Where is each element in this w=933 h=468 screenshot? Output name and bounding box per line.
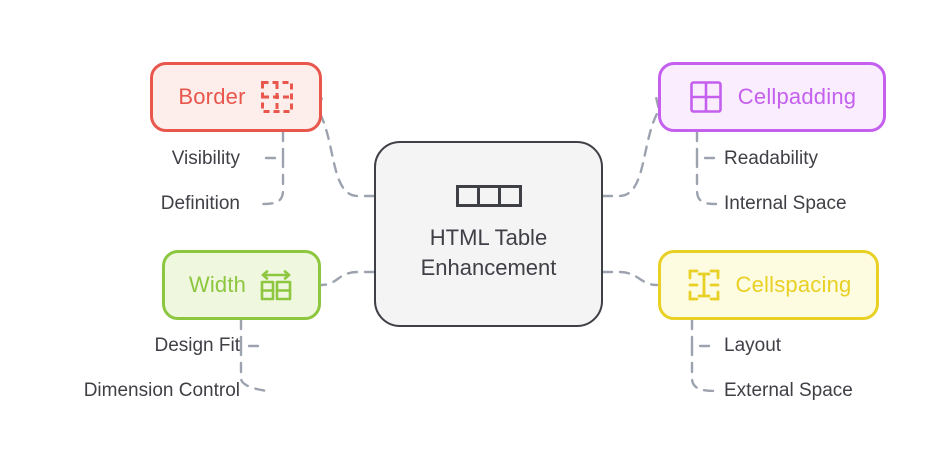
edge-width-dimension: [239, 344, 267, 393]
node-border[interactable]: Border: [150, 62, 322, 132]
node-cellspacing-label: Cellspacing: [735, 272, 852, 297]
leaf-border-visibility: Visibility: [171, 148, 240, 169]
edge-width-designfit: [239, 318, 264, 348]
center-title-line1: HTML Table: [429, 225, 548, 251]
edge-border-definition: [260, 156, 285, 206]
edge-center-border: [316, 95, 376, 198]
edge-cellpadding-readability: [695, 130, 718, 160]
node-border-label: Border: [178, 84, 246, 109]
edge-center-cellspacing: [601, 270, 659, 287]
edge-cellspacing-external: [690, 344, 718, 393]
edge-border-visibility: [260, 130, 285, 160]
leaf-cellspacing-layout: Layout: [724, 335, 782, 356]
leaf-cellpadding-readability: Readability: [724, 148, 818, 169]
node-width[interactable]: Width: [162, 250, 321, 320]
table-three-cells-icon: [455, 185, 522, 208]
horizontal-arrow-columns-icon: [260, 270, 292, 301]
center-node-title: HTML Table Enhancement: [421, 223, 557, 282]
leaf-border-definition: Definition: [160, 193, 240, 214]
leaf-width-design-fit: Design Fit: [154, 335, 240, 356]
dashed-grid-icon: [260, 81, 293, 113]
leaf-width-dimension-control: Dimension Control: [83, 380, 240, 401]
node-cellpadding-label: Cellpadding: [737, 84, 857, 109]
edge-cellspacing-layout: [690, 318, 718, 348]
dashed-corners-ibeam-icon: [688, 269, 719, 301]
edge-cellpadding-internal: [695, 156, 718, 206]
leaf-cellspacing-external-space: External Space: [724, 380, 853, 401]
node-cellspacing[interactable]: Cellspacing: [658, 250, 879, 320]
grid-plus-icon: [689, 81, 722, 113]
node-width-label: Width: [188, 272, 247, 297]
edge-center-width: [319, 270, 376, 287]
edge-center-cellpadding: [601, 95, 661, 198]
leaf-cellpadding-internal-space: Internal Space: [724, 193, 847, 214]
node-center-html-table-enhancement[interactable]: HTML Table Enhancement: [374, 141, 603, 327]
node-cellpadding[interactable]: Cellpadding: [658, 62, 886, 132]
center-title-line2: Enhancement: [420, 255, 557, 280]
